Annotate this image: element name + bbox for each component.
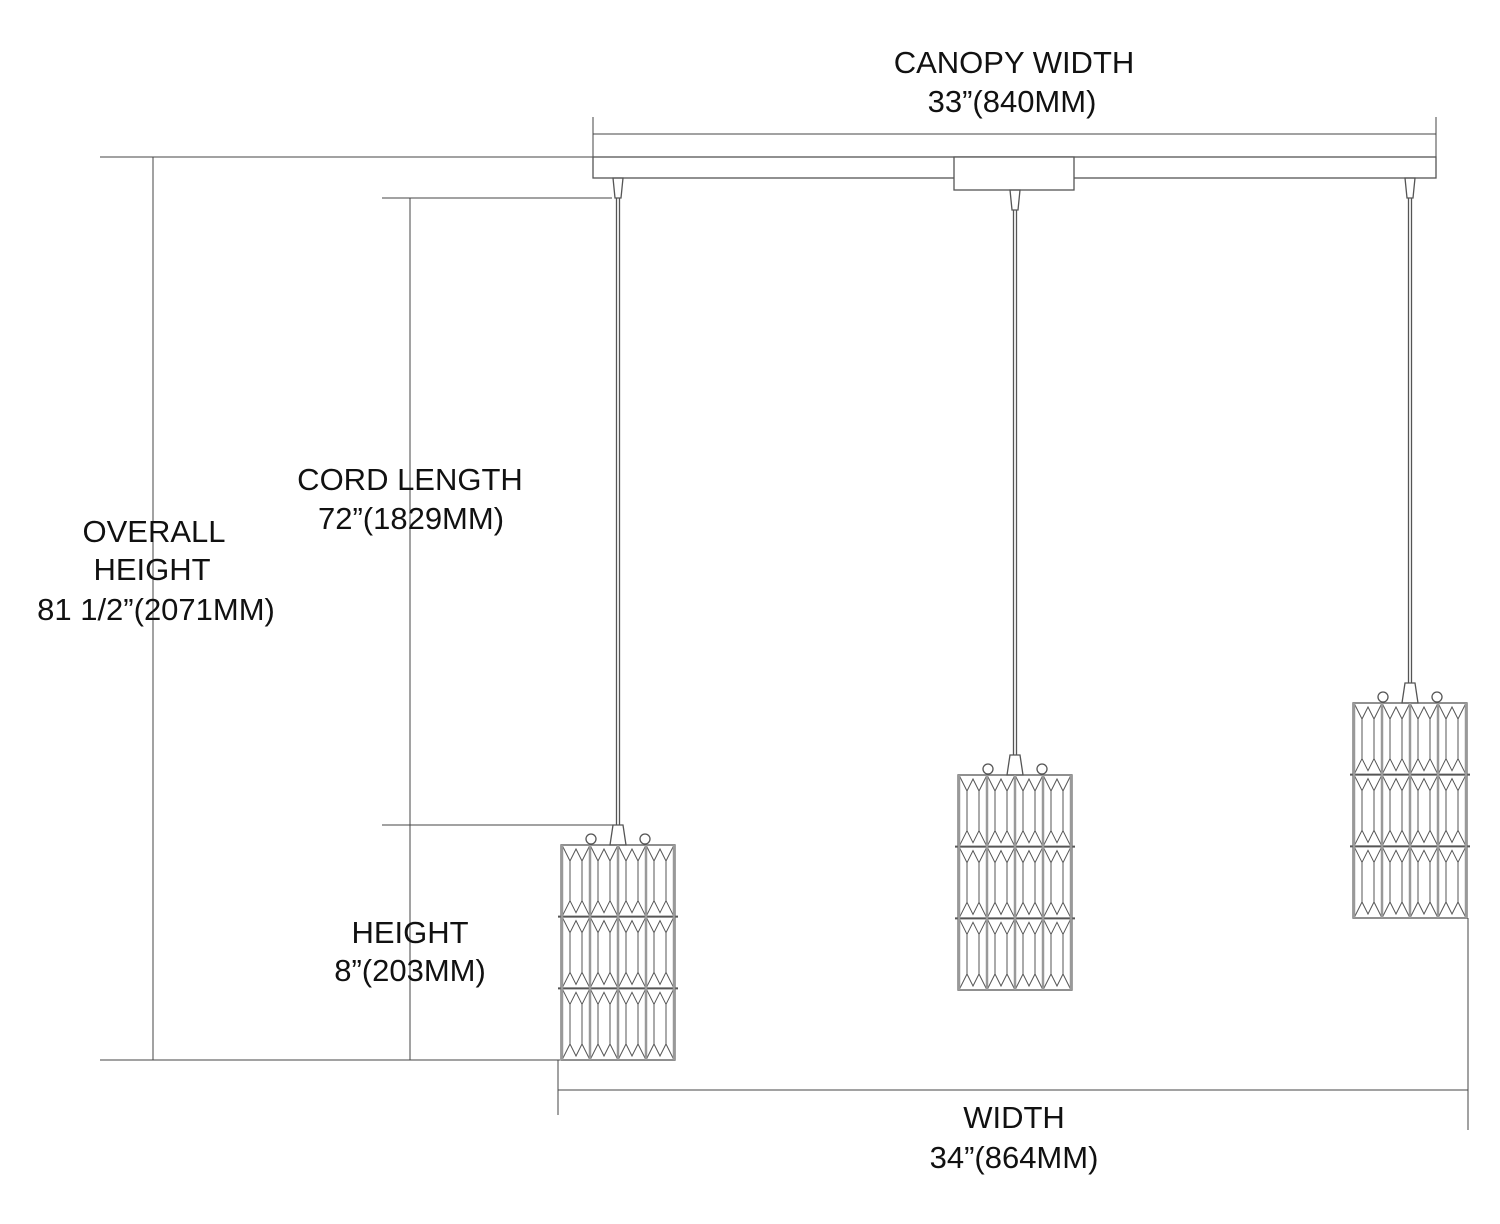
overall-height-title-1: OVERALL	[82, 514, 226, 549]
overall-height-title-2: HEIGHT	[93, 552, 211, 587]
width-title: WIDTH	[963, 1100, 1065, 1135]
pendant-2	[955, 189, 1075, 991]
finial	[1036, 763, 1048, 775]
canopy-width-value: 33”(840MM)	[927, 84, 1097, 119]
socket-cap	[609, 824, 627, 846]
pendant-3	[1350, 177, 1470, 919]
canopy-width-title: CANOPY WIDTH	[893, 45, 1135, 80]
overall-height-value: 81 1/2”(2071MM)	[37, 592, 275, 627]
cord-length-value: 72”(1829MM)	[317, 501, 505, 536]
crystal-cage	[1350, 702, 1470, 919]
pendant-1	[558, 177, 678, 1061]
socket-cap	[1006, 754, 1024, 776]
pendants	[558, 177, 1470, 1061]
crystal-cage	[558, 844, 678, 1061]
finial	[982, 763, 994, 775]
canopy-cap	[1404, 177, 1416, 199]
width-value: 34”(864MM)	[929, 1140, 1099, 1175]
socket-cap	[1401, 682, 1419, 704]
height-title: HEIGHT	[351, 915, 469, 950]
finial	[585, 833, 597, 845]
canopy-cap	[1009, 189, 1021, 211]
finial	[1377, 691, 1389, 703]
finial	[639, 833, 651, 845]
height-value: 8”(203MM)	[334, 953, 486, 988]
dimension-lines	[100, 117, 1469, 1130]
canopy-cap	[612, 177, 624, 199]
crystal-cage	[955, 774, 1075, 991]
cord-length-title: CORD LENGTH	[297, 462, 523, 497]
finial	[1431, 691, 1443, 703]
canopy	[592, 156, 1437, 191]
